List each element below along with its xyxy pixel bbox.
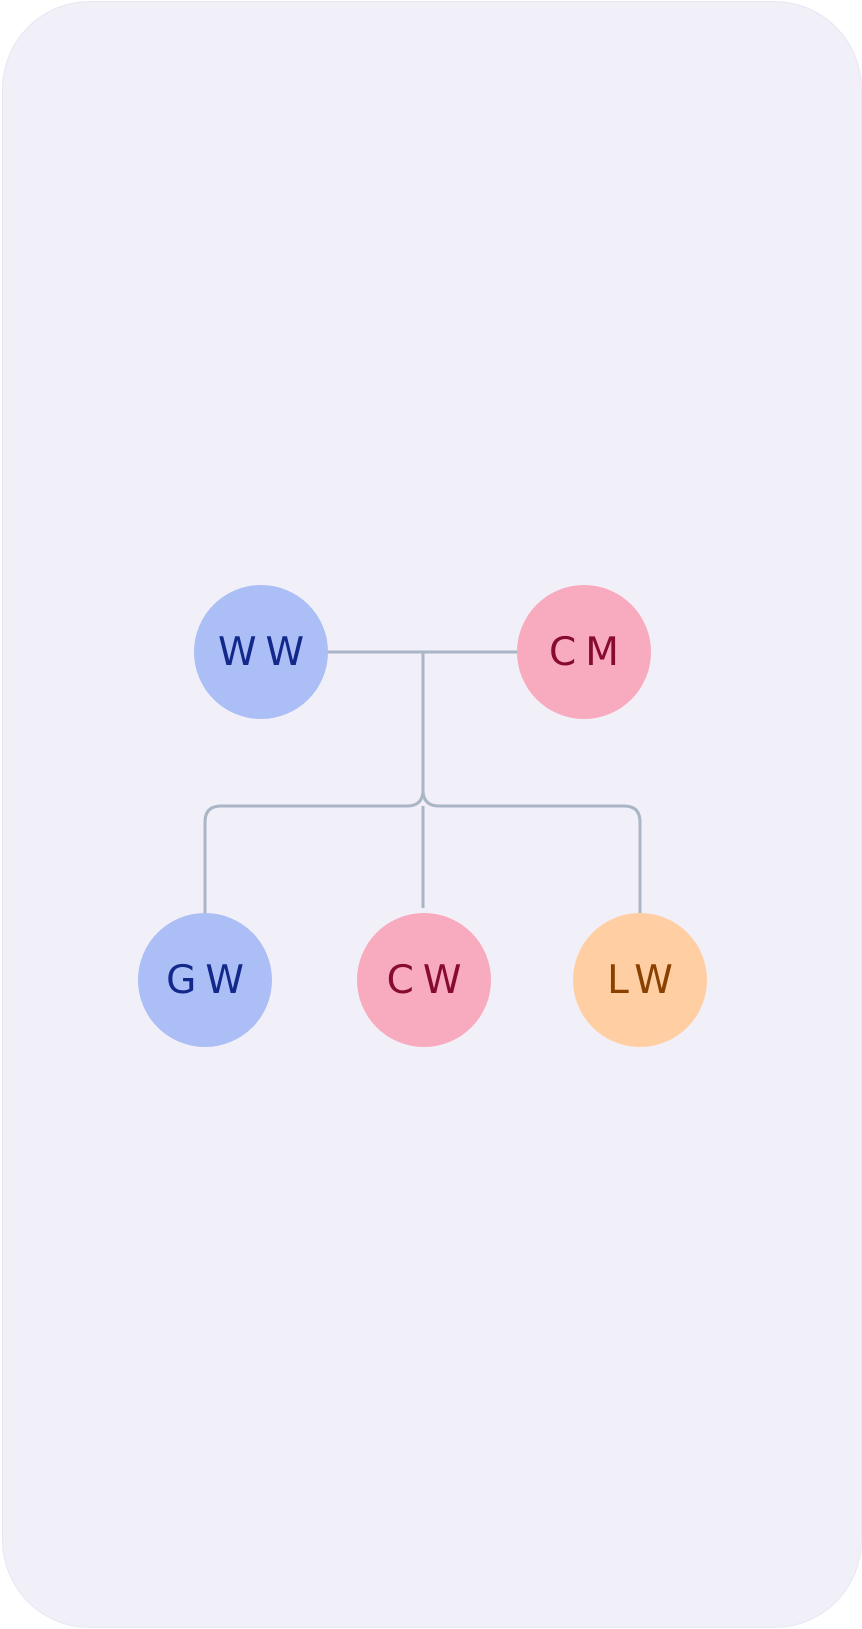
node-initials: LW <box>607 957 682 1003</box>
node-initials: CW <box>386 957 471 1003</box>
node-initials: CM <box>549 629 628 675</box>
child-node-gw[interactable]: GW <box>138 913 272 1047</box>
child-node-cw[interactable]: CW <box>357 913 491 1047</box>
parent-node-ww[interactable]: WW <box>194 585 328 719</box>
branch-to-left-child <box>203 789 425 913</box>
parent-node-cm[interactable]: CM <box>517 585 651 719</box>
branch-to-right-child <box>421 789 642 913</box>
node-initials: WW <box>217 629 314 675</box>
child-node-lw[interactable]: LW <box>573 913 707 1047</box>
node-initials: GW <box>166 957 253 1003</box>
